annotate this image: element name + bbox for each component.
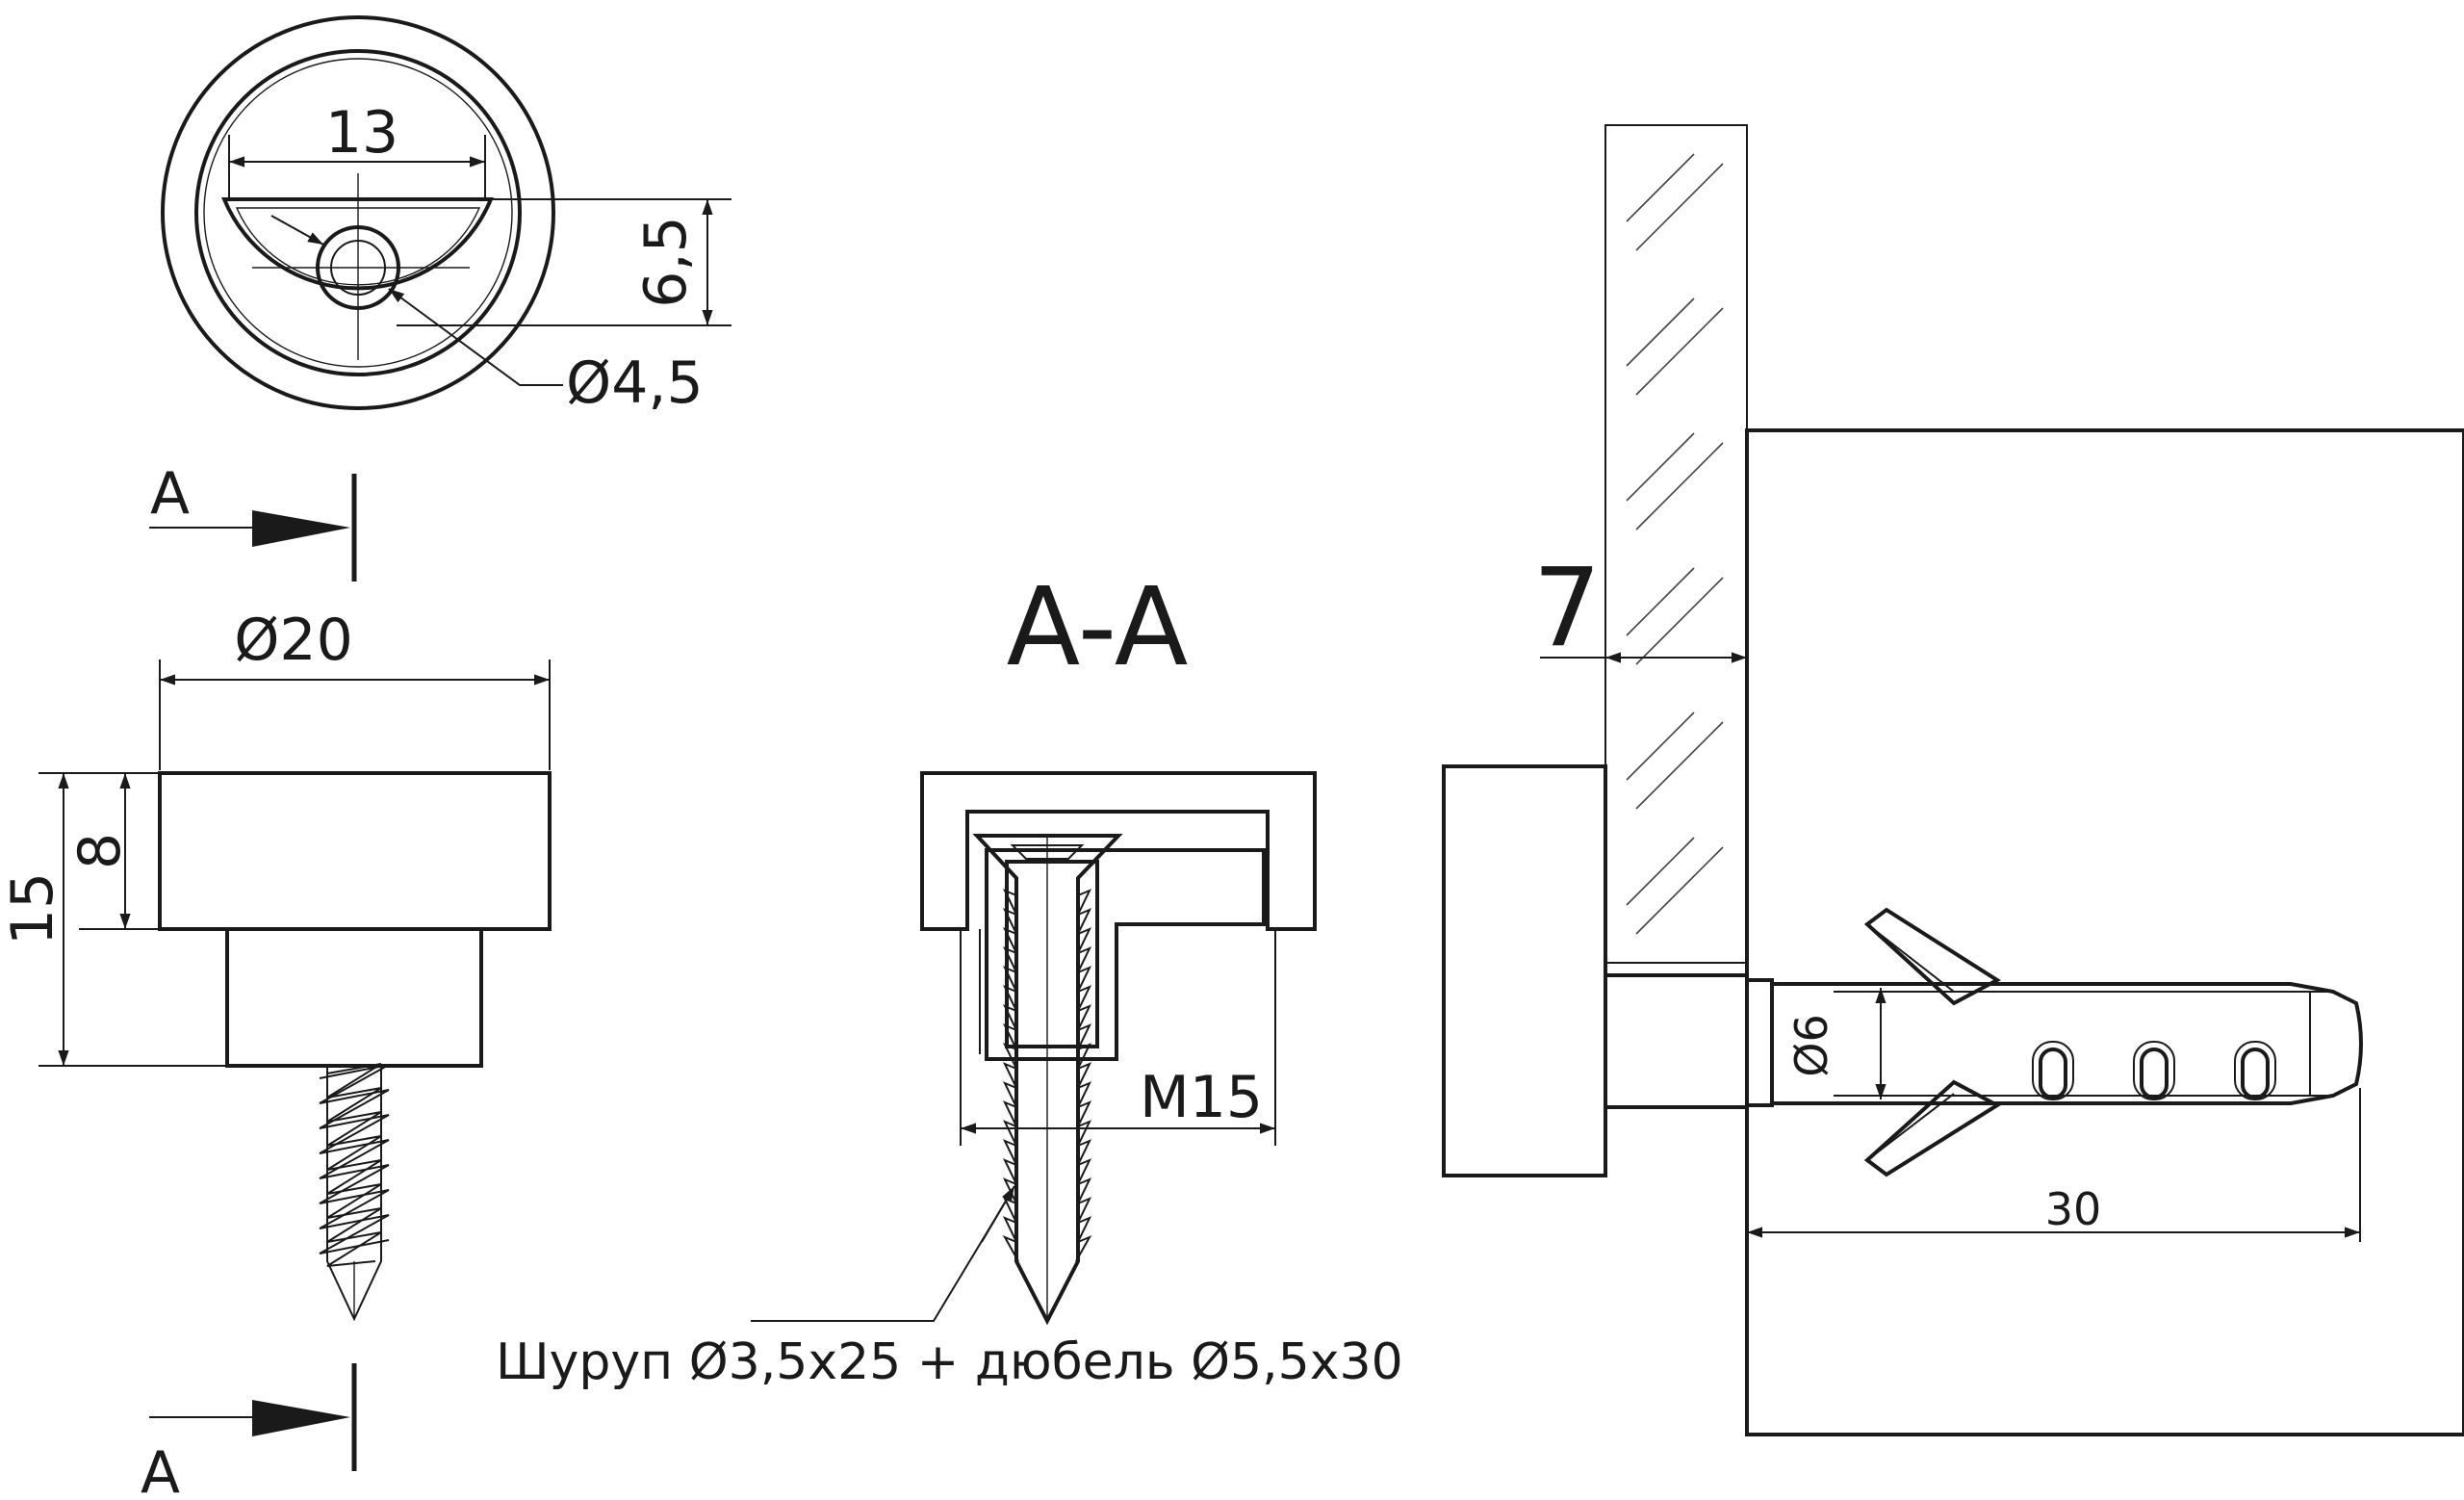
screw-body	[972, 834, 1123, 1326]
dim-6-5-label: 6,5	[632, 216, 700, 307]
dowel-slot-2	[2140, 1047, 2169, 1099]
wall	[1745, 428, 2464, 1436]
dim-m15-label: M15	[1140, 1064, 1263, 1131]
dowel	[1745, 907, 2363, 1177]
dim-30-label: 30	[2045, 1183, 2102, 1235]
dim-13-label: 13	[325, 99, 398, 167]
dowel-slot-3	[2241, 1047, 2270, 1099]
dowel-wing-top	[1863, 907, 2001, 1006]
slot-outline	[220, 197, 495, 291]
fastener-leader	[751, 1189, 1014, 1322]
dim-8-label: 8	[66, 833, 134, 869]
dowel-wing-bottom	[1863, 1079, 2001, 1177]
screw-thread-right	[1075, 889, 1092, 1262]
d4-5-leader-in	[270, 215, 324, 246]
section-title: A-A	[1007, 565, 1189, 690]
section-a-a: A-A M15 Шуруп Ø3,5x25 + дюбель Ø5,5x30	[496, 565, 1403, 1391]
outer-rim	[161, 15, 555, 410]
cap-stem	[225, 927, 483, 1068]
dim-d4-5-label: Ø4,5	[566, 349, 704, 417]
screw-thread	[326, 1063, 382, 1267]
insert-cross-section	[985, 848, 1266, 1061]
section-letter-bottom: A	[141, 1439, 180, 1500]
fastener-note: Шуруп Ø3,5x25 + дюбель Ø5,5x30	[496, 1333, 1403, 1391]
slot-inner-edge	[235, 207, 481, 286]
side-view: A Ø20 15 8 A	[0, 460, 552, 1500]
dim-d6-label: Ø6	[1785, 1014, 1837, 1076]
installed-view: 7 Ø6 30	[1442, 124, 2464, 1436]
glass-hatch	[1626, 153, 1724, 935]
dim-d20-label: Ø20	[234, 607, 353, 674]
inner-rim	[194, 49, 522, 376]
glass-panel	[1604, 124, 1748, 964]
top-view: 13 6,5 Ø4,5	[161, 15, 732, 417]
screw-section	[972, 834, 1123, 1326]
d4-5-leader	[388, 288, 563, 386]
dim-15-label: 15	[0, 872, 66, 945]
screw-side	[319, 1063, 390, 1322]
section-arrow-bottom	[252, 1400, 350, 1436]
inner-rim-edge	[203, 58, 513, 368]
section-arrow-top	[252, 510, 350, 547]
section-letter-top: A	[150, 460, 190, 528]
cap-installed	[1442, 764, 1607, 1177]
dowel-slot-1	[2039, 1047, 2067, 1099]
cap-body	[158, 771, 552, 931]
cap-cross-section	[920, 771, 1317, 931]
dim-7-label: 7	[1532, 546, 1601, 671]
